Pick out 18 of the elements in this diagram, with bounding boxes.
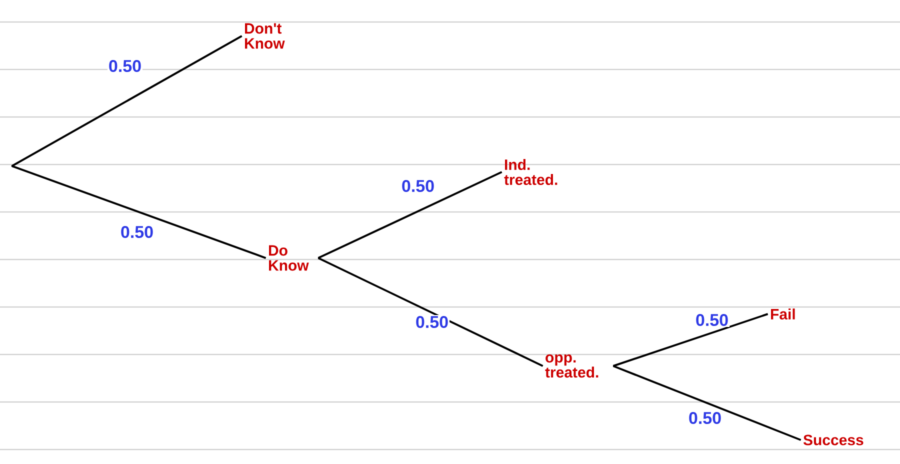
branch-line xyxy=(12,35,242,167)
outcome-label: Don't Know xyxy=(245,23,285,49)
probability-label: 0.50 xyxy=(107,58,143,74)
probability-label: 0.50 xyxy=(400,179,436,194)
outcome-label: Ind. treated. xyxy=(504,159,558,185)
branch-line xyxy=(612,313,768,367)
branch-line xyxy=(318,171,502,259)
probability-label: 0.50 xyxy=(119,224,155,240)
branch-line xyxy=(318,257,544,367)
outcome-label: Do Know xyxy=(269,245,309,271)
outcome-label: Success xyxy=(803,434,864,446)
probability-label: 0.50 xyxy=(414,314,450,330)
probability-label: 0.50 xyxy=(694,312,730,328)
outcome-label: Fail xyxy=(771,308,795,320)
branch-line xyxy=(612,365,802,441)
probability-label: 0.50 xyxy=(687,410,723,426)
branch-line xyxy=(12,165,266,259)
outcome-label: opp. treated. xyxy=(545,354,598,378)
